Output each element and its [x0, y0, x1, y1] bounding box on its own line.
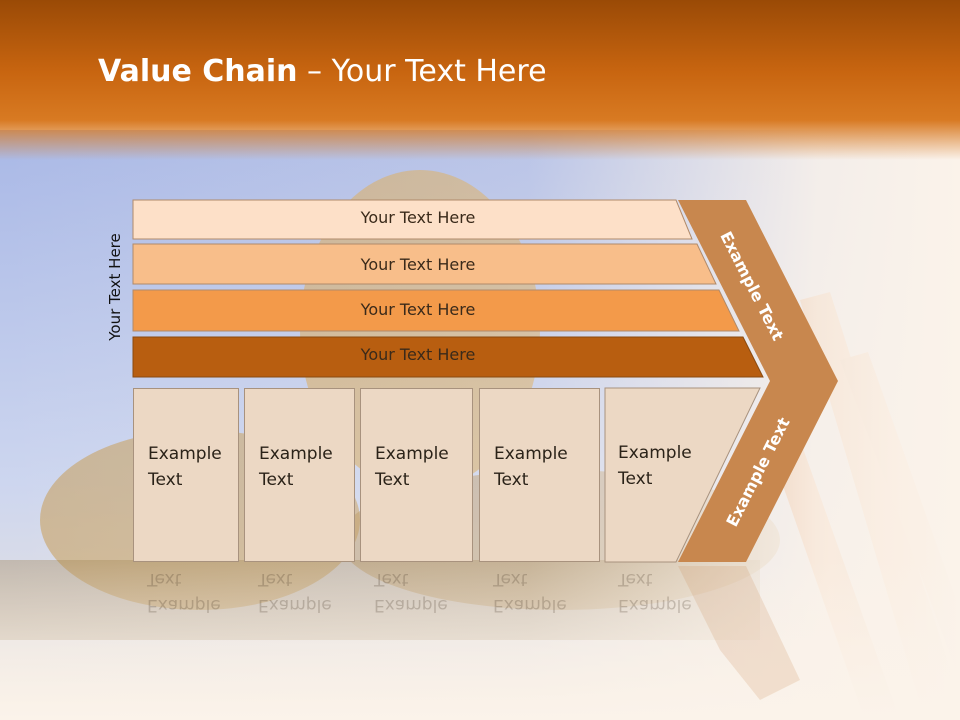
box-5-text: Example Text: [618, 440, 692, 492]
band-1: Your Text Here: [133, 199, 703, 237]
box-3-line1: Example: [375, 444, 449, 464]
box-2: Example Text: [244, 388, 355, 562]
chevron-reflection: [678, 566, 800, 700]
band-4: Your Text Here: [133, 336, 703, 374]
header-bar: [0, 0, 960, 160]
band-1-label: Your Text Here: [360, 208, 476, 227]
box-4-line2: Text: [494, 470, 529, 490]
slide-title: Value Chain – Your Text Here: [98, 54, 547, 89]
box-2-line2: Text: [259, 470, 294, 490]
box-1-line1: Example: [148, 444, 222, 464]
band-2-shape: [132, 243, 717, 285]
box-2-line1: Example: [259, 444, 333, 464]
band-3: Your Text Here: [133, 291, 703, 329]
box-3-line2: Text: [375, 470, 410, 490]
box-1-line2: Text: [148, 470, 183, 490]
box-5-shape: [604, 387, 761, 563]
band-4-label: Your Text Here: [360, 345, 476, 364]
chevron-shape: [678, 200, 838, 562]
band-3-label: Your Text Here: [360, 300, 476, 319]
band-4-shape: [132, 336, 764, 378]
box-5: Example Text: [604, 388, 762, 562]
band-3-shape: [132, 289, 740, 332]
box-4: Example Text: [479, 388, 600, 562]
box-3: Example Text: [360, 388, 473, 562]
band-1-shape: [132, 199, 693, 240]
box-5-line1: Example: [618, 443, 692, 463]
box-1: Example Text: [133, 388, 239, 562]
band-2-label: Your Text Here: [360, 255, 476, 274]
title-rest: – Your Text Here: [297, 54, 547, 89]
title-bold: Value Chain: [98, 54, 298, 89]
band-2: Your Text Here: [133, 246, 703, 284]
box-4-line1: Example: [494, 444, 568, 464]
box-5-line2: Text: [618, 469, 653, 489]
